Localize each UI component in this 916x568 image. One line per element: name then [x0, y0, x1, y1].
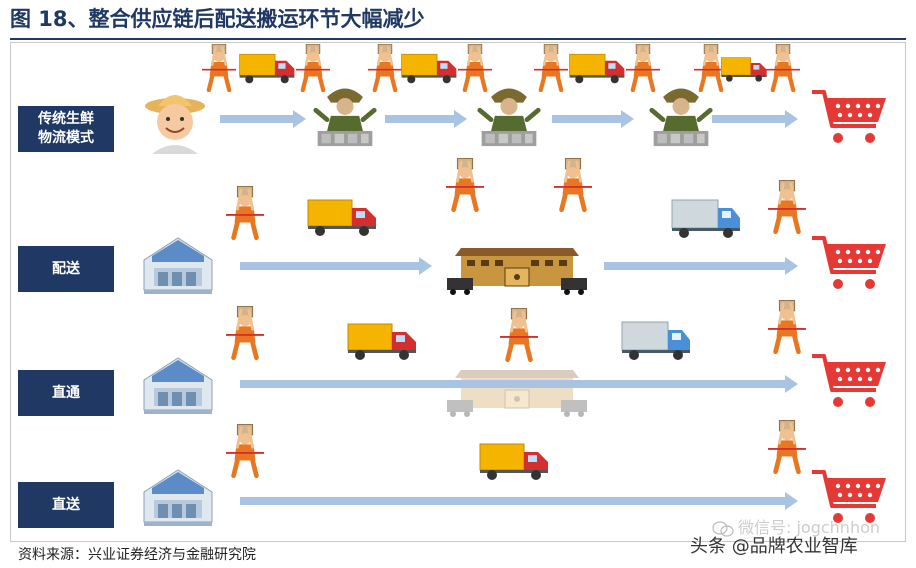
- factory-icon: [138, 458, 218, 530]
- shopping-cart-icon: [810, 350, 890, 414]
- blue-truck-icon: [670, 198, 742, 240]
- yellow-truck-icon: [346, 320, 418, 362]
- flow-arrow: [712, 110, 798, 128]
- row-label-crossdock: 直通: [18, 370, 114, 416]
- row-label-traditional-line2: 物流模式: [38, 130, 94, 146]
- row-label-direct: 直送: [18, 482, 114, 528]
- row-label-direct-text: 直送: [52, 496, 80, 513]
- source-note: 资料来源：兴业证券经济与金融研究院: [18, 547, 256, 563]
- flow-arrow: [552, 110, 634, 128]
- porter-icon: [446, 158, 484, 212]
- row-label-distribution-text: 配送: [52, 260, 80, 277]
- porter-icon: [202, 44, 236, 92]
- shopping-cart-icon: [810, 86, 890, 150]
- flow-arrow: [220, 110, 306, 128]
- wechat-icon: [712, 520, 734, 537]
- porter-icon: [500, 308, 538, 362]
- porter-icon: [226, 424, 264, 478]
- shopping-cart-icon: [810, 232, 890, 296]
- row-label-traditional-line1: 传统生鲜: [38, 111, 94, 127]
- flow-arrow: [240, 375, 798, 393]
- title-divider: [10, 38, 906, 40]
- flow-arrow: [385, 110, 467, 128]
- warehouse-icon: [446, 234, 588, 296]
- yellow-truck-icon: [720, 54, 768, 84]
- porter-icon: [768, 300, 806, 354]
- porter-icon: [766, 44, 800, 92]
- factory-icon: [138, 346, 218, 418]
- yellow-truck-icon: [400, 50, 458, 86]
- wechat-watermark: 微信号: jogchnhon: [712, 514, 880, 538]
- diagram-frame: [10, 42, 906, 542]
- porter-icon: [534, 44, 568, 92]
- wechat-watermark-text: 微信号: jogchnhon: [738, 518, 881, 537]
- porter-icon: [768, 180, 806, 234]
- porter-icon: [226, 306, 264, 360]
- blue-truck-icon: [620, 320, 692, 362]
- flow-arrow: [240, 492, 798, 510]
- yellow-truck-icon: [306, 196, 378, 238]
- porter-icon: [768, 420, 806, 474]
- farmer-icon: [140, 84, 210, 154]
- vendor-icon: [476, 78, 542, 150]
- yellow-truck-icon: [568, 50, 626, 86]
- yellow-truck-icon: [238, 50, 296, 86]
- porter-icon: [554, 158, 592, 212]
- flow-arrow: [604, 257, 798, 275]
- porter-icon: [368, 44, 402, 92]
- flow-arrow: [240, 257, 432, 275]
- porter-icon: [226, 186, 264, 240]
- factory-icon: [138, 226, 218, 298]
- row-label-traditional: 传统生鲜 物流模式: [18, 106, 114, 152]
- row-label-distribution: 配送: [18, 246, 114, 292]
- channel-watermark: 头条 @品牌农业智库: [690, 536, 858, 557]
- figure-title: 图 18、整合供应链后配送搬运环节大幅减少: [10, 7, 425, 31]
- row-label-crossdock-text: 直通: [52, 384, 80, 401]
- yellow-truck-icon: [478, 440, 550, 482]
